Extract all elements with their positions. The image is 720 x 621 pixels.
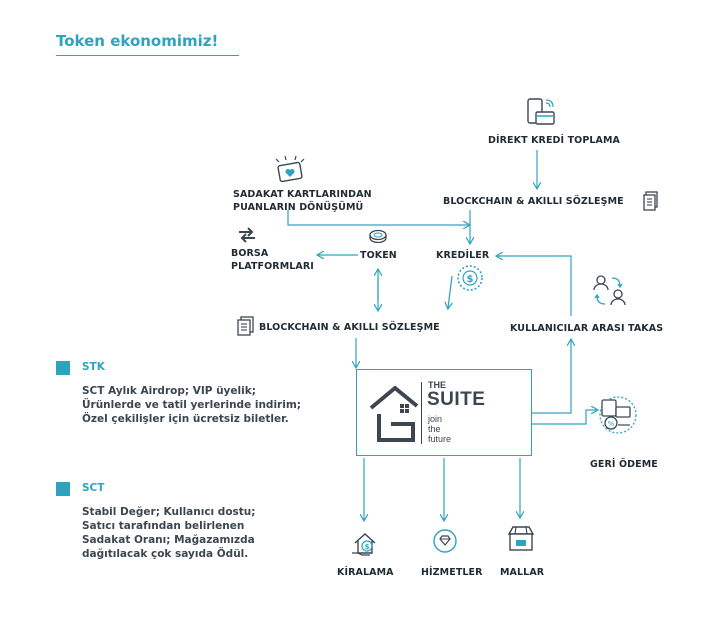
section-stk-line: Ürünlerde ve tatil yerlerinde indirim; <box>82 399 301 411</box>
logo-separator <box>421 382 422 444</box>
label-mallar: MALLAR <box>500 567 545 578</box>
svg-text:%: % <box>608 420 615 428</box>
label-krediler: KREDİLER <box>436 250 490 261</box>
label-kiralama: KİRALAMA <box>337 567 394 578</box>
document-icon <box>643 191 658 211</box>
label-kullanicilar: KULLANICILAR ARASI TAKAS <box>510 323 664 334</box>
section-stk-line: SCT Aylık Airdrop; VIP üyelik; <box>82 385 256 397</box>
diamond-icon <box>433 529 457 553</box>
arrow-kullanicilar-to-krediler <box>497 256 572 316</box>
logo-tagline-line: future <box>428 434 452 444</box>
phone-payment-icon <box>527 98 555 125</box>
label-sadakat-line1: SADAKAT KARTLARINDAN <box>233 189 372 200</box>
section-stk-title: STK <box>82 361 105 373</box>
document-icon <box>237 316 254 336</box>
label-geri-odeme: GERİ ÖDEME <box>590 459 658 470</box>
cashback-icon: % <box>599 396 637 434</box>
label-sadakat-line2: PUANLARIN DÖNÜŞÜMÜ <box>233 202 364 213</box>
logo-suite: SUITE <box>427 389 486 410</box>
svg-text:$: $ <box>467 274 474 285</box>
users-swap-icon <box>593 275 626 306</box>
svg-text:$: $ <box>365 543 370 551</box>
dollar-coin-icon: $ <box>457 265 483 291</box>
section-sct-line: dağıtılacak çok sayıda Ödül. <box>82 548 249 560</box>
label-hizmetler: HİZMETLER <box>421 567 483 578</box>
label-blockchain-top: BLOCKCHAIN & AKILLI SÖZLEŞME <box>443 196 624 207</box>
section-stk-text: SCT Aylık Airdrop; VIP üyelik; Ürünlerde… <box>82 384 301 426</box>
arrow-sadakat-to-krediler <box>287 210 469 225</box>
logo-tagline: join the future <box>428 414 451 444</box>
house-money-icon: $ <box>352 533 376 556</box>
coin-icon <box>369 229 387 243</box>
section-sct-line: Sadakat Oranı; Mağazamızda <box>82 534 255 546</box>
the-suite-logo-box: THE SUITE join the future <box>356 369 532 456</box>
label-token: TOKEN <box>360 250 397 261</box>
label-borsa-line2: PLATFORMLARI <box>231 261 314 272</box>
section-sct-text: Stabil Değer; Kullanıcı dostu; Satıcı ta… <box>82 505 255 561</box>
section-sct-line: Stabil Değer; Kullanıcı dostu; <box>82 506 256 518</box>
label-blockchain-mid: BLOCKCHAIN & AKILLI SÖZLEŞME <box>259 322 440 333</box>
house-logo-icon <box>369 386 419 442</box>
logo-the: THE <box>428 380 446 390</box>
shop-box-icon <box>507 526 535 551</box>
arrow-suite-to-geri-odeme <box>532 410 597 425</box>
logo-tagline-line: join <box>428 414 443 424</box>
exchange-arrows-icon <box>239 227 255 243</box>
arrow-suite-to-kullanicilar <box>532 340 571 414</box>
section-sct-title: SCT <box>82 482 105 494</box>
label-direkt-kredi: DİREKT KREDİ TOPLAMA <box>488 135 620 146</box>
loyalty-card-icon <box>275 155 305 183</box>
section-stk-line: Özel çekilişler için ücretsiz biletler. <box>82 413 289 425</box>
page-title: Token ekonomimiz! <box>56 32 219 50</box>
sct-marker <box>56 482 70 496</box>
title-underline <box>56 55 239 56</box>
arrow-krediler-to-blockchain <box>448 275 452 308</box>
label-borsa-line1: BORSA <box>231 248 269 259</box>
logo-tagline-line: the <box>428 424 441 434</box>
section-sct-line: Satıcı tarafından belirlenen <box>82 520 245 532</box>
stk-marker <box>56 361 70 375</box>
